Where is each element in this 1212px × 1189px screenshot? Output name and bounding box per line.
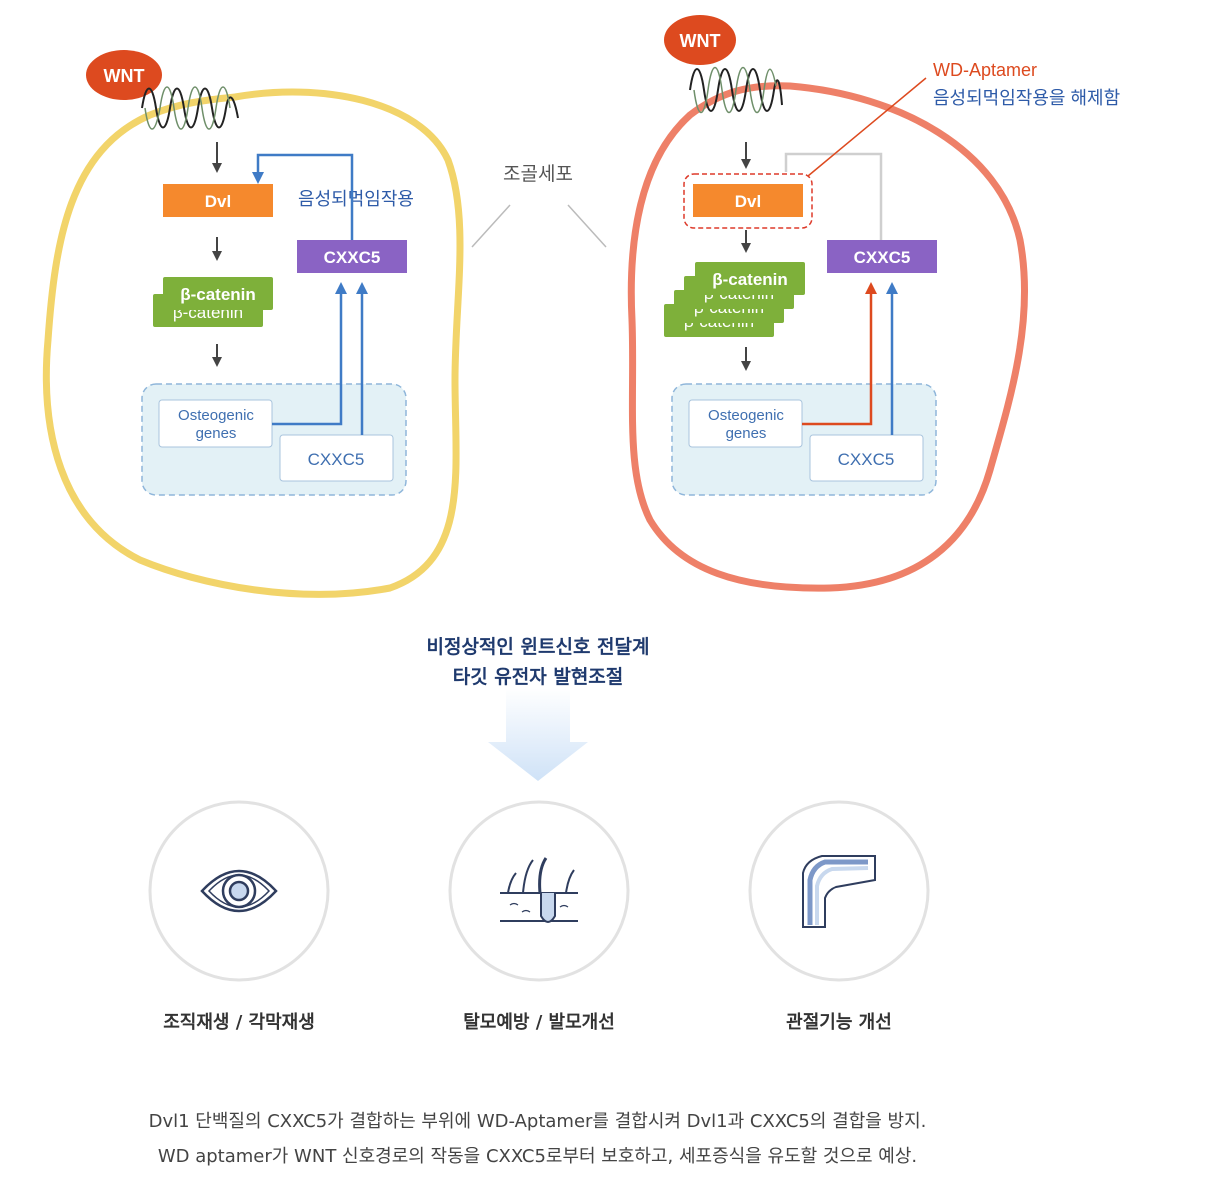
aptamer-description: 음성되먹임작용을 해제함 [933,88,1120,108]
left-cxxc5-gene-label: CXXC5 [308,450,365,469]
note-line2: WD aptamer가 WNT 신호경로의 작동을 CXXC5로부터 보호하고,… [157,1146,918,1167]
right-cell: WNT Dvl β-catenin β-catenin β-catenin β-… [627,15,1120,592]
left-feedback-arrow [252,153,354,240]
left-wnt-receptor-shadow [144,86,231,130]
left-wnt-label: WNT [104,66,145,86]
effect-circle-eye [148,800,330,982]
effect-circle-hair [448,800,630,982]
left-arrow-osteo-cxxc5 [272,282,347,426]
left-cell: WNT Dvl β-catenin β-catenin Osteogenic g… [42,50,464,598]
middle-caption-line1: 비정상적인 윈트신호 전달계 [426,636,650,658]
effect-label-regeneration: 조직재생 / 각막재생 [163,1012,315,1033]
right-cxxc5-box [827,240,937,273]
eye-icon [200,869,278,913]
right-wnt-receptor-wave [689,68,783,112]
osteoblast-pointer-left [471,204,511,248]
effect-circle-joint [748,800,930,982]
aptamer-pointer-line [807,77,927,177]
right-aptamer-highlight [683,173,813,229]
right-dvl-box [693,184,803,217]
right-catenin-label: β-catenin [712,270,788,289]
aptamer-title: WD-Aptamer [933,60,1037,80]
left-feedback-label: 음성되먹임작용 [298,189,414,209]
effect-label-hair: 탈모예방 / 발모개선 [463,1012,615,1033]
right-cxxc5-gene-label: CXXC5 [838,450,895,469]
right-cxxc5-label: CXXC5 [854,248,911,267]
hair-follicle-icon [500,857,578,923]
note-line1: Dvl1 단백질의 CXXC5가 결합하는 부위에 WD-Aptamer를 결합… [148,1111,927,1132]
left-osteogenic-line2: genes [196,425,237,442]
left-cxxc5-label: CXXC5 [324,248,381,267]
left-dvl-box [163,184,273,217]
left-cxxc5-box [297,240,407,273]
effect-label-joint: 관절기능 개선 [786,1012,892,1033]
left-wnt-badge [86,50,162,100]
knee-joint-icon [802,855,876,928]
right-osteogenic-line2: genes [726,425,767,442]
right-wnt-badge [664,15,736,65]
right-dvl-label: Dvl [735,192,761,211]
left-catenin-box [163,277,273,310]
right-catenin-box [695,262,805,295]
middle-caption-line2: 타깃 유전자 발현조절 [452,666,624,688]
right-wnt-label: WNT [680,31,721,51]
center-label-group: 조골세포 [471,163,607,248]
flow-down-arrow [488,688,588,781]
left-catenin-label: β-catenin [180,285,256,304]
right-arrow-osteo-cxxc5 [802,282,877,426]
left-cell-membrane [42,88,464,598]
right-wnt-receptor-shadow [693,67,777,113]
left-dvl-label: Dvl [205,192,231,211]
right-cxxc5-gene-box [809,434,924,482]
left-osteogenic-line1: Osteogenic [178,407,254,424]
right-osteogenic-line1: Osteogenic [708,407,784,424]
osteoblast-pointer-right [567,204,607,248]
osteoblast-label: 조골세포 [503,163,573,185]
left-cxxc5-gene-box [279,434,394,482]
left-wnt-receptor-wave [141,87,239,129]
